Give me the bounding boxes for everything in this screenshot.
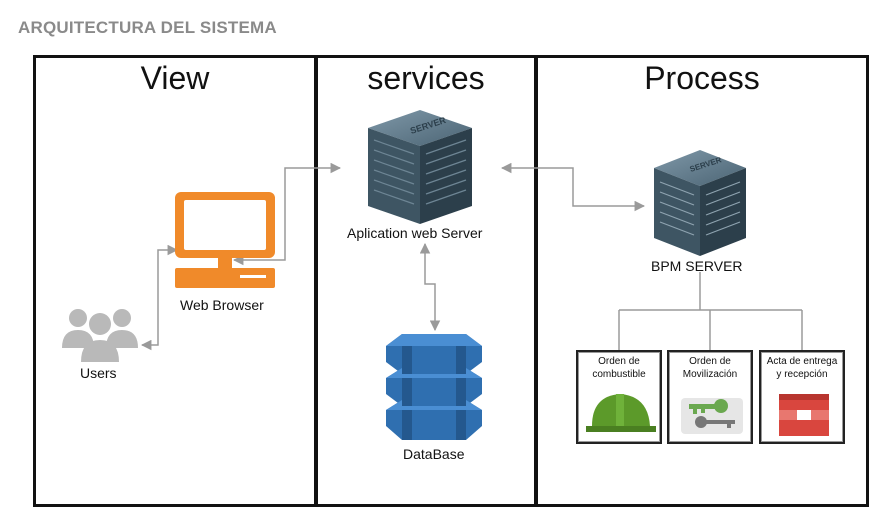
connector-users-browser — [140, 244, 179, 351]
card-orden-movilizacion: Orden de Movilización — [667, 350, 753, 444]
bpm-server-label: BPM SERVER — [651, 258, 743, 274]
keys-icon — [681, 398, 743, 434]
card-title-line: Orden de — [598, 356, 640, 367]
database-icon — [386, 334, 482, 440]
users-label: Users — [80, 365, 117, 381]
view-column-title: View — [140, 60, 210, 96]
card-title-line: Orden de — [689, 356, 731, 367]
connector-appserver-bpm — [500, 162, 646, 212]
connector-bpm-cards — [618, 272, 803, 350]
services-column-title: services — [367, 60, 485, 96]
web-browser-label: Web Browser — [180, 297, 264, 313]
database-label: DataBase — [403, 446, 465, 462]
connector-appserver-database — [419, 242, 441, 332]
hard-hat-icon — [586, 394, 656, 432]
card-acta-entrega: Acta de entrega y recepción — [759, 350, 845, 444]
process-column-title: Process — [644, 60, 760, 96]
connector-browser-appserver — [232, 162, 342, 266]
server-icon — [368, 110, 472, 224]
users-icon — [62, 309, 138, 362]
red-box-icon — [779, 394, 829, 436]
card-orden-combustible: Orden de combustible — [576, 350, 662, 444]
page-title: ARQUITECTURA DEL SISTEMA — [18, 18, 277, 37]
app-server-label: Aplication web Server — [347, 225, 483, 241]
card-title: Orden de Movilización — [669, 355, 751, 381]
card-title-line: y recepción — [776, 369, 828, 380]
card-title: Orden de combustible — [578, 355, 660, 381]
computer-icon — [175, 192, 275, 288]
card-title: Acta de entrega y recepción — [761, 355, 843, 381]
card-title-line: Movilización — [682, 369, 738, 380]
card-title-line: Acta de entrega — [766, 356, 838, 367]
card-title-line: combustible — [592, 369, 646, 380]
bpm-server-icon — [654, 150, 746, 256]
